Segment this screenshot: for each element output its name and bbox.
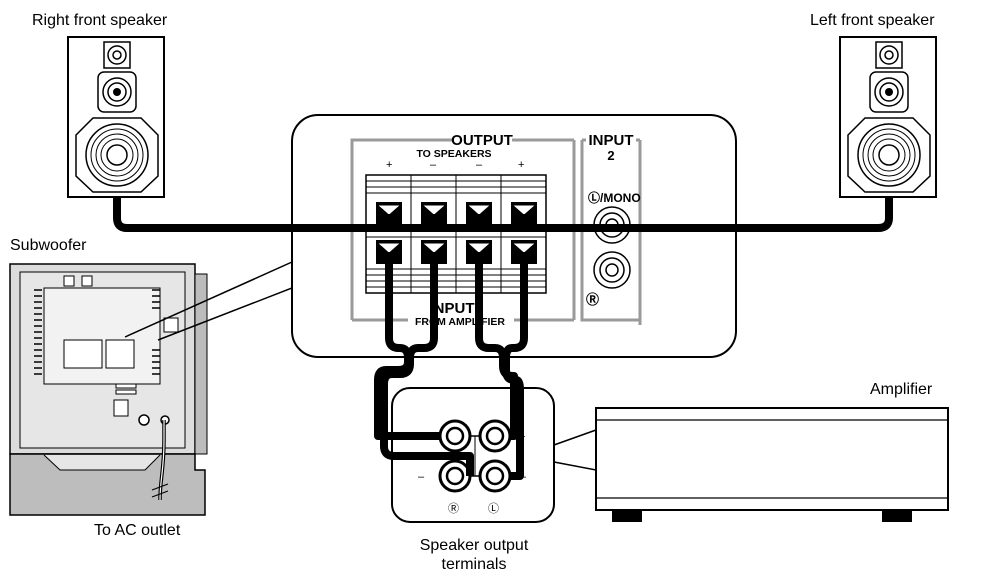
output-title: OUTPUT [451,132,513,149]
terminal-minus-left: – [418,471,425,483]
input-title: INPUT [430,300,475,317]
left-speaker-label: Left front speaker [810,12,935,29]
speaker-terminals-label-2: terminals [442,556,507,573]
amplifier-label: Amplifier [870,381,933,398]
right-speaker-label: Right front speaker [32,12,168,29]
input2-number: 2 [607,148,614,163]
polarity-1: + [386,159,392,171]
right-front-speaker-icon [67,36,165,198]
polarity-2: – [430,159,437,171]
terminal-r-label: Ⓡ [448,502,459,515]
mono-label: Ⓛ/MONO [588,190,641,205]
input2-title: INPUT [589,132,634,149]
polarity-3: – [476,159,483,171]
terminal-l-label: Ⓛ [488,502,499,515]
amplifier-icon [595,407,949,522]
ac-outlet-label: To AC outlet [94,522,181,539]
amp-callout-wedge [553,428,597,471]
r-label: Ⓡ [586,292,599,307]
speaker-cable-top [113,196,893,232]
speaker-terminals-label-1: Speaker output [420,537,529,554]
rear-panel-enlarged: + – – + OUTPUT TO SPEAKERS INPUT FROM AM… [291,114,737,358]
polarity-4: + [518,159,524,171]
left-front-speaker-icon [839,36,937,198]
subwoofer-icon [9,263,208,516]
subwoofer-label: Subwoofer [10,237,87,254]
output-subtitle: TO SPEAKERS [416,148,491,160]
terminal-icon [438,419,512,493]
speaker-cable-input [374,252,528,480]
input-subtitle: FROM AMPLIFIER [415,316,505,328]
